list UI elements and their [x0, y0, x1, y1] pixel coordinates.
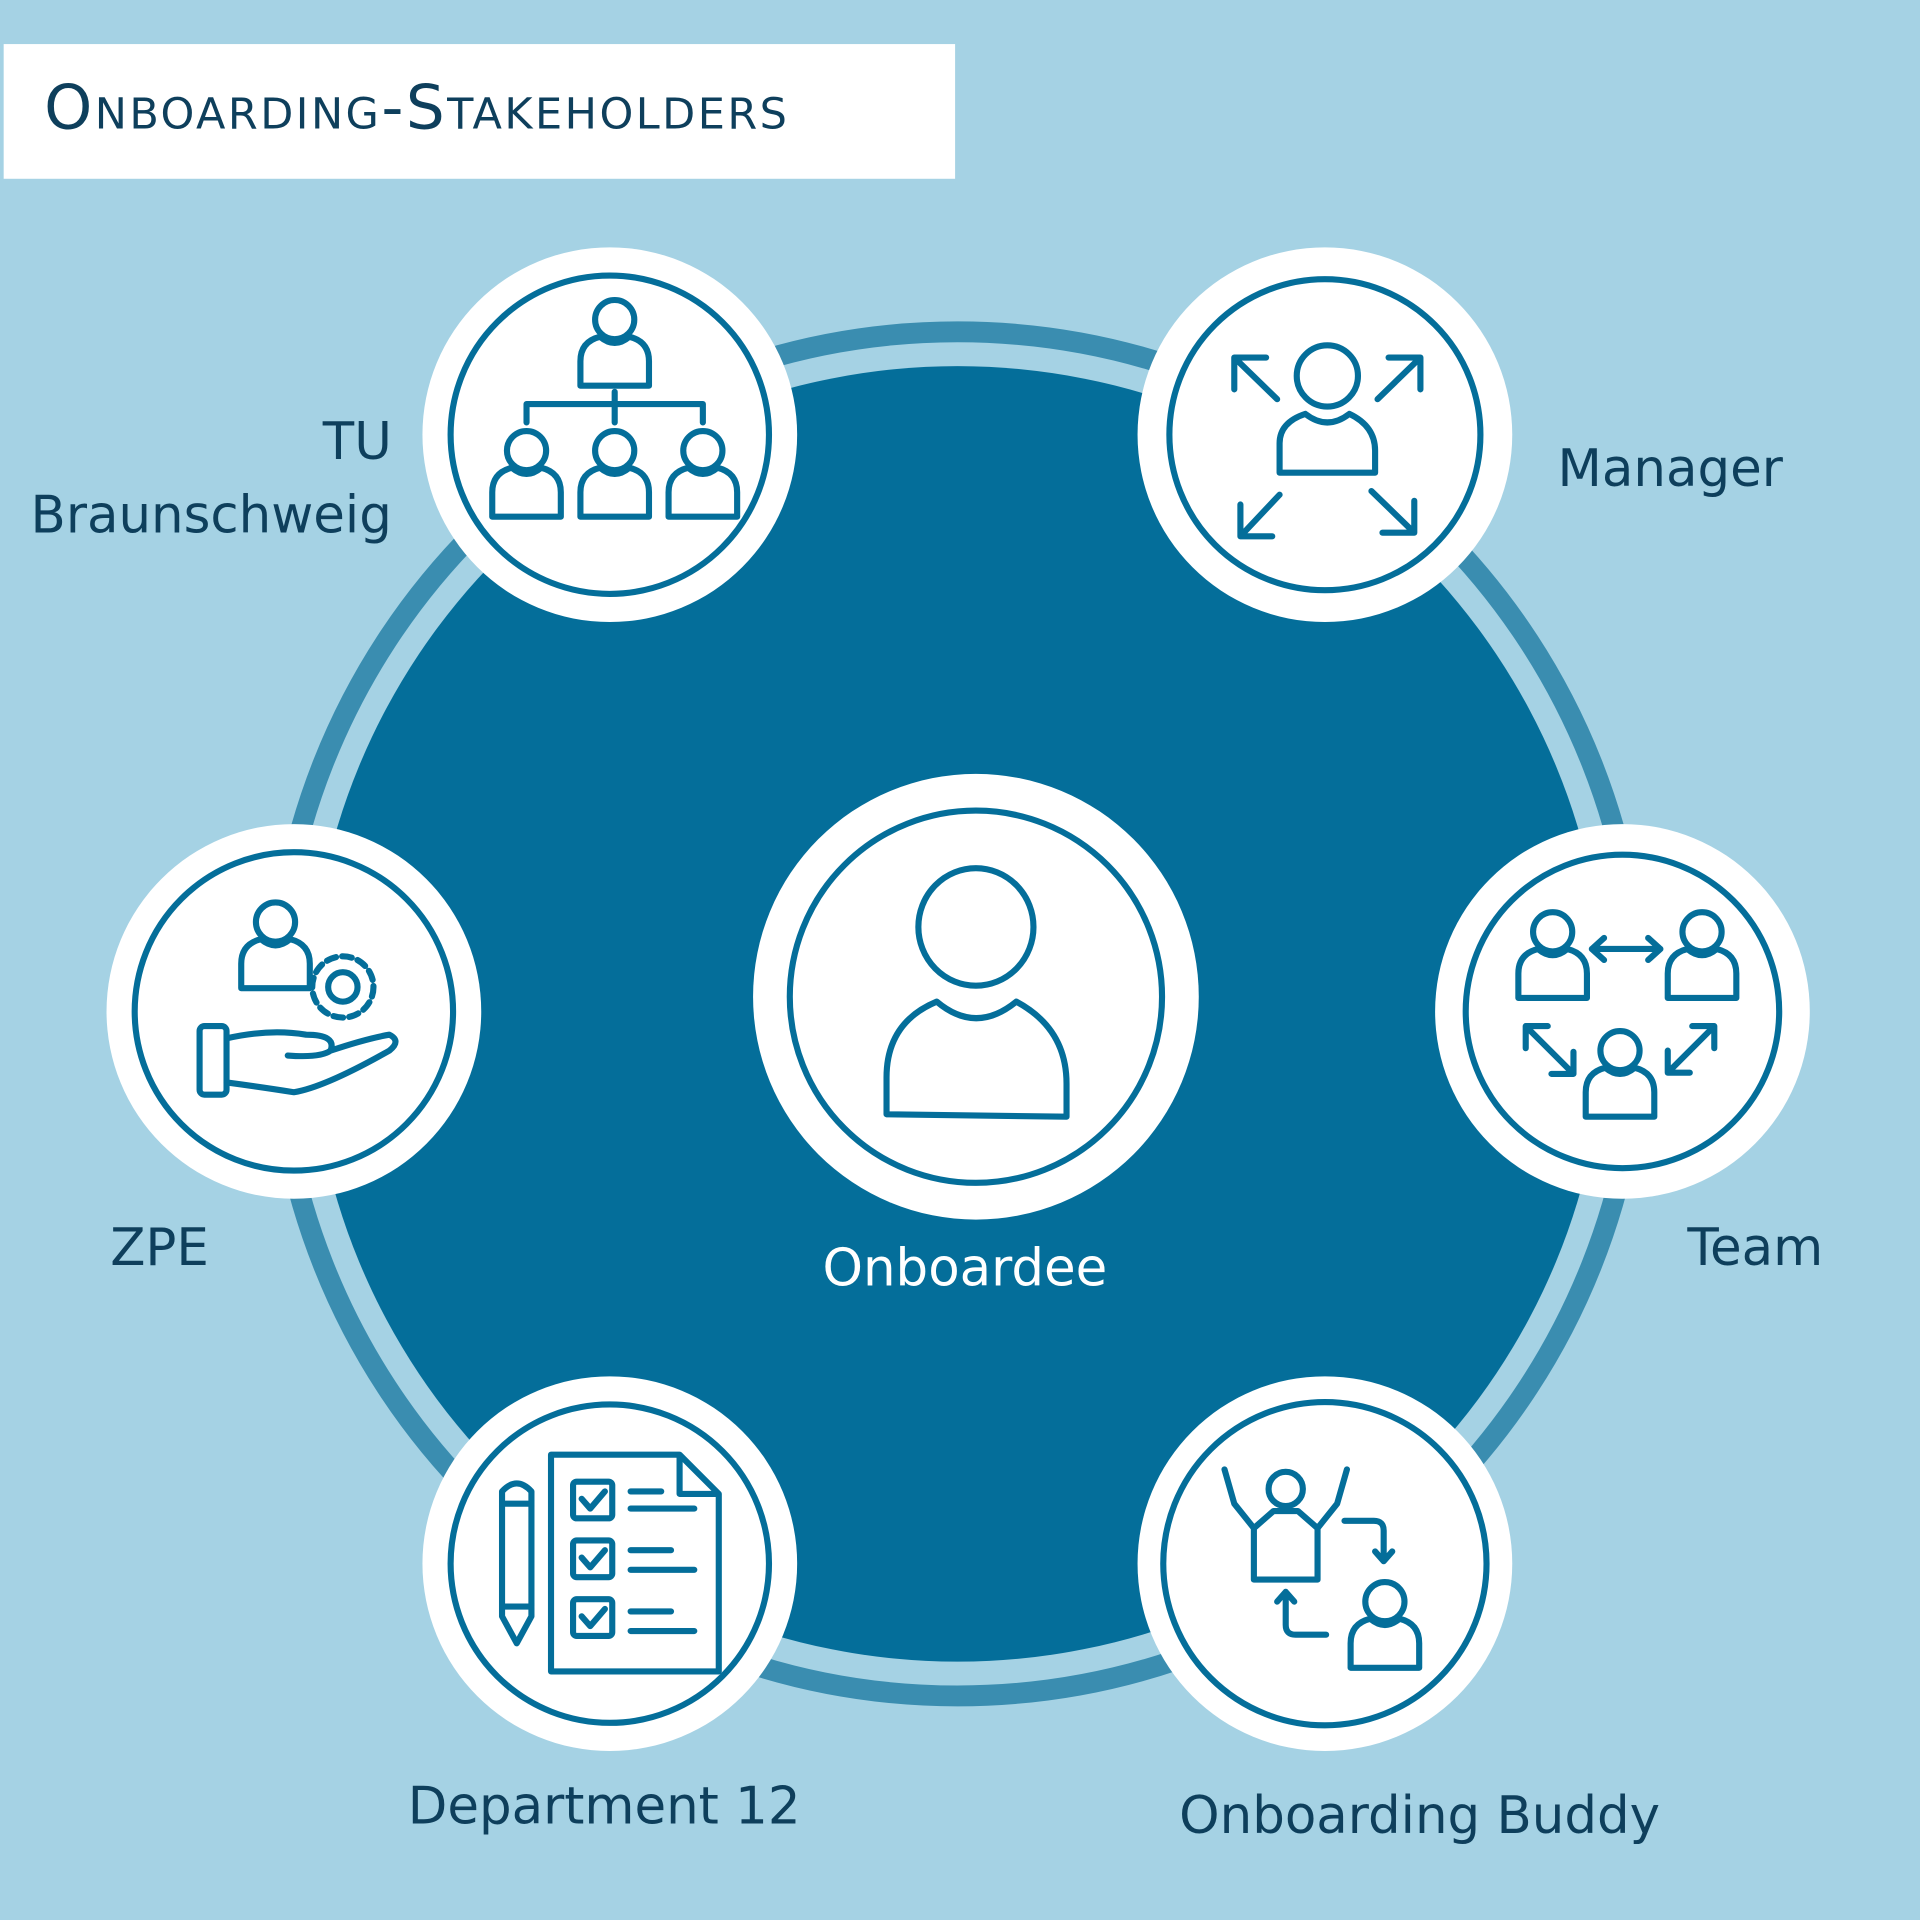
- label-department-12: Department 12: [408, 1776, 801, 1836]
- label-manager: Manager: [1558, 439, 1784, 499]
- hand-person-gear-icon: [196, 902, 399, 1098]
- onboardee-node: Onboardee: [753, 773, 1199, 1299]
- label-team: Team: [1686, 1218, 1823, 1278]
- node-team: Team: [1435, 824, 1823, 1278]
- person-icon: [883, 865, 1070, 1120]
- label-onboarding-buddy: Onboarding Buddy: [1179, 1786, 1660, 1846]
- checklist-pencil-icon: [498, 1451, 722, 1675]
- team-exchange-icon: [1518, 912, 1736, 1116]
- node-manager: Manager: [1137, 247, 1784, 623]
- label-tu: TU: [322, 412, 392, 472]
- node-onboarding-buddy: Onboarding Buddy: [1137, 1376, 1660, 1846]
- org-chart-icon: [492, 300, 737, 517]
- title-box: Onboarding-Stakeholders: [3, 44, 956, 179]
- label-braunschweig: Braunschweig: [31, 486, 392, 546]
- node-tu-braunschweig: TU Braunschweig: [31, 247, 798, 623]
- manager-arrows-icon: [1231, 342, 1424, 540]
- onboardee-label: Onboardee: [823, 1239, 1108, 1299]
- page-title: Onboarding-Stakeholders: [44, 73, 789, 144]
- node-department-12: Department 12: [408, 1376, 801, 1836]
- label-zpe: ZPE: [110, 1218, 209, 1278]
- node-zpe: ZPE: [106, 824, 482, 1278]
- buddy-exchange-icon: [1221, 1466, 1419, 1667]
